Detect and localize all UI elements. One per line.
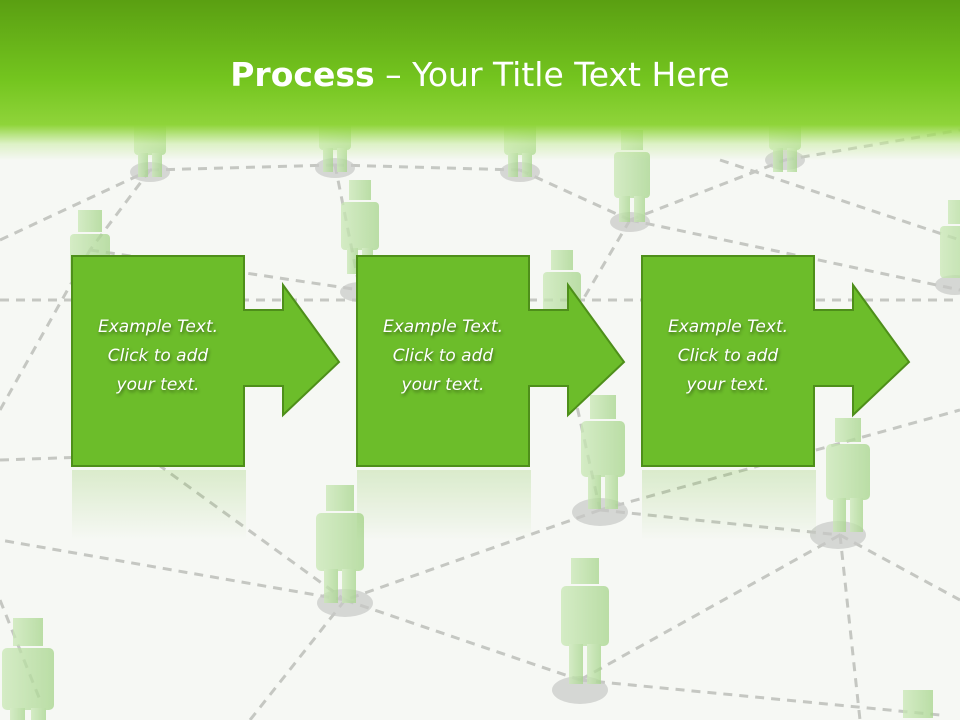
step-3-reflection [642, 470, 816, 540]
step-1-reflection [72, 470, 246, 540]
title-banner [0, 0, 960, 160]
title-bold-text: Process [230, 55, 375, 94]
process-step-1[interactable]: Example Text. Click to add your text. [71, 255, 411, 470]
step-2-arrow-shape [356, 255, 626, 467]
step-1-line-3: your text. [116, 375, 200, 395]
step-2-line-3: your text. [401, 375, 485, 395]
title-rest-text: – Your Title Text Here [374, 55, 730, 94]
step-3-arrow-shape [641, 255, 911, 467]
step-2-line-2: Click to add [392, 346, 494, 366]
process-step-3[interactable]: Example Text. Click to add your text. [641, 255, 960, 470]
step-1-line-1: Example Text. [97, 317, 219, 337]
step-3-line-1: Example Text. [667, 317, 789, 337]
process-step-2[interactable]: Example Text. Click to add your text. [356, 255, 696, 470]
step-3-line-2: Click to add [677, 346, 779, 366]
step-1-arrow-shape [71, 255, 341, 467]
step-2-reflection [357, 470, 531, 540]
step-2-text[interactable]: Example Text. Click to add your text. [358, 313, 528, 400]
step-3-line-3: your text. [686, 375, 770, 395]
step-2-line-1: Example Text. [382, 317, 504, 337]
step-1-line-2: Click to add [107, 346, 209, 366]
slide-title[interactable]: Process – Your Title Text Here [0, 52, 960, 98]
step-3-text[interactable]: Example Text. Click to add your text. [643, 313, 813, 400]
step-1-text[interactable]: Example Text. Click to add your text. [73, 313, 243, 400]
